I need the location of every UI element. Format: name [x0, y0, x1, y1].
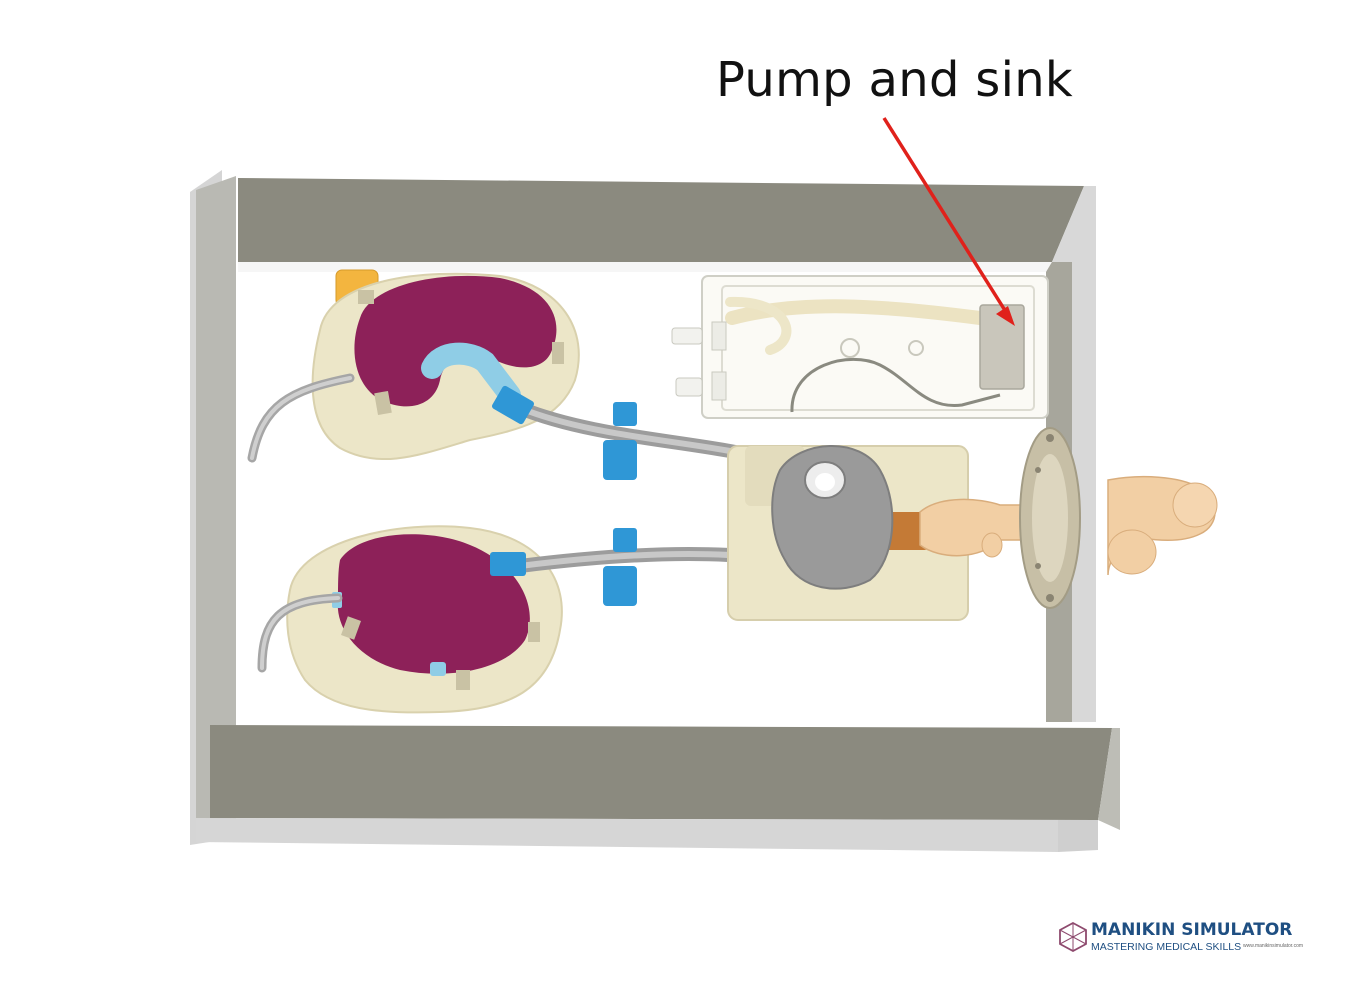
callout-arrow — [882, 117, 1015, 326]
brand-name: MANIKIN SIMULATOR — [1091, 920, 1293, 940]
bladder-assembly — [727, 445, 969, 621]
box-shell — [190, 170, 1120, 852]
brand-tagline: MASTERING MEDICAL SKILLS — [1091, 941, 1242, 953]
pump-container — [671, 275, 1049, 419]
urethra-insert — [919, 427, 1081, 609]
brand-logo-block: MANIKIN SIMULATOR MASTERING MEDICAL SKIL… — [1058, 920, 1318, 960]
upper-kidney-assembly — [311, 269, 580, 461]
external-genitalia — [1107, 476, 1218, 576]
pump-and-sink-label: Pump and sink — [716, 52, 1074, 108]
manikin-logo-icon — [1059, 922, 1087, 952]
blue-connectors — [490, 385, 637, 606]
brand-url: www.manikinsimulator.com — [1243, 943, 1304, 949]
